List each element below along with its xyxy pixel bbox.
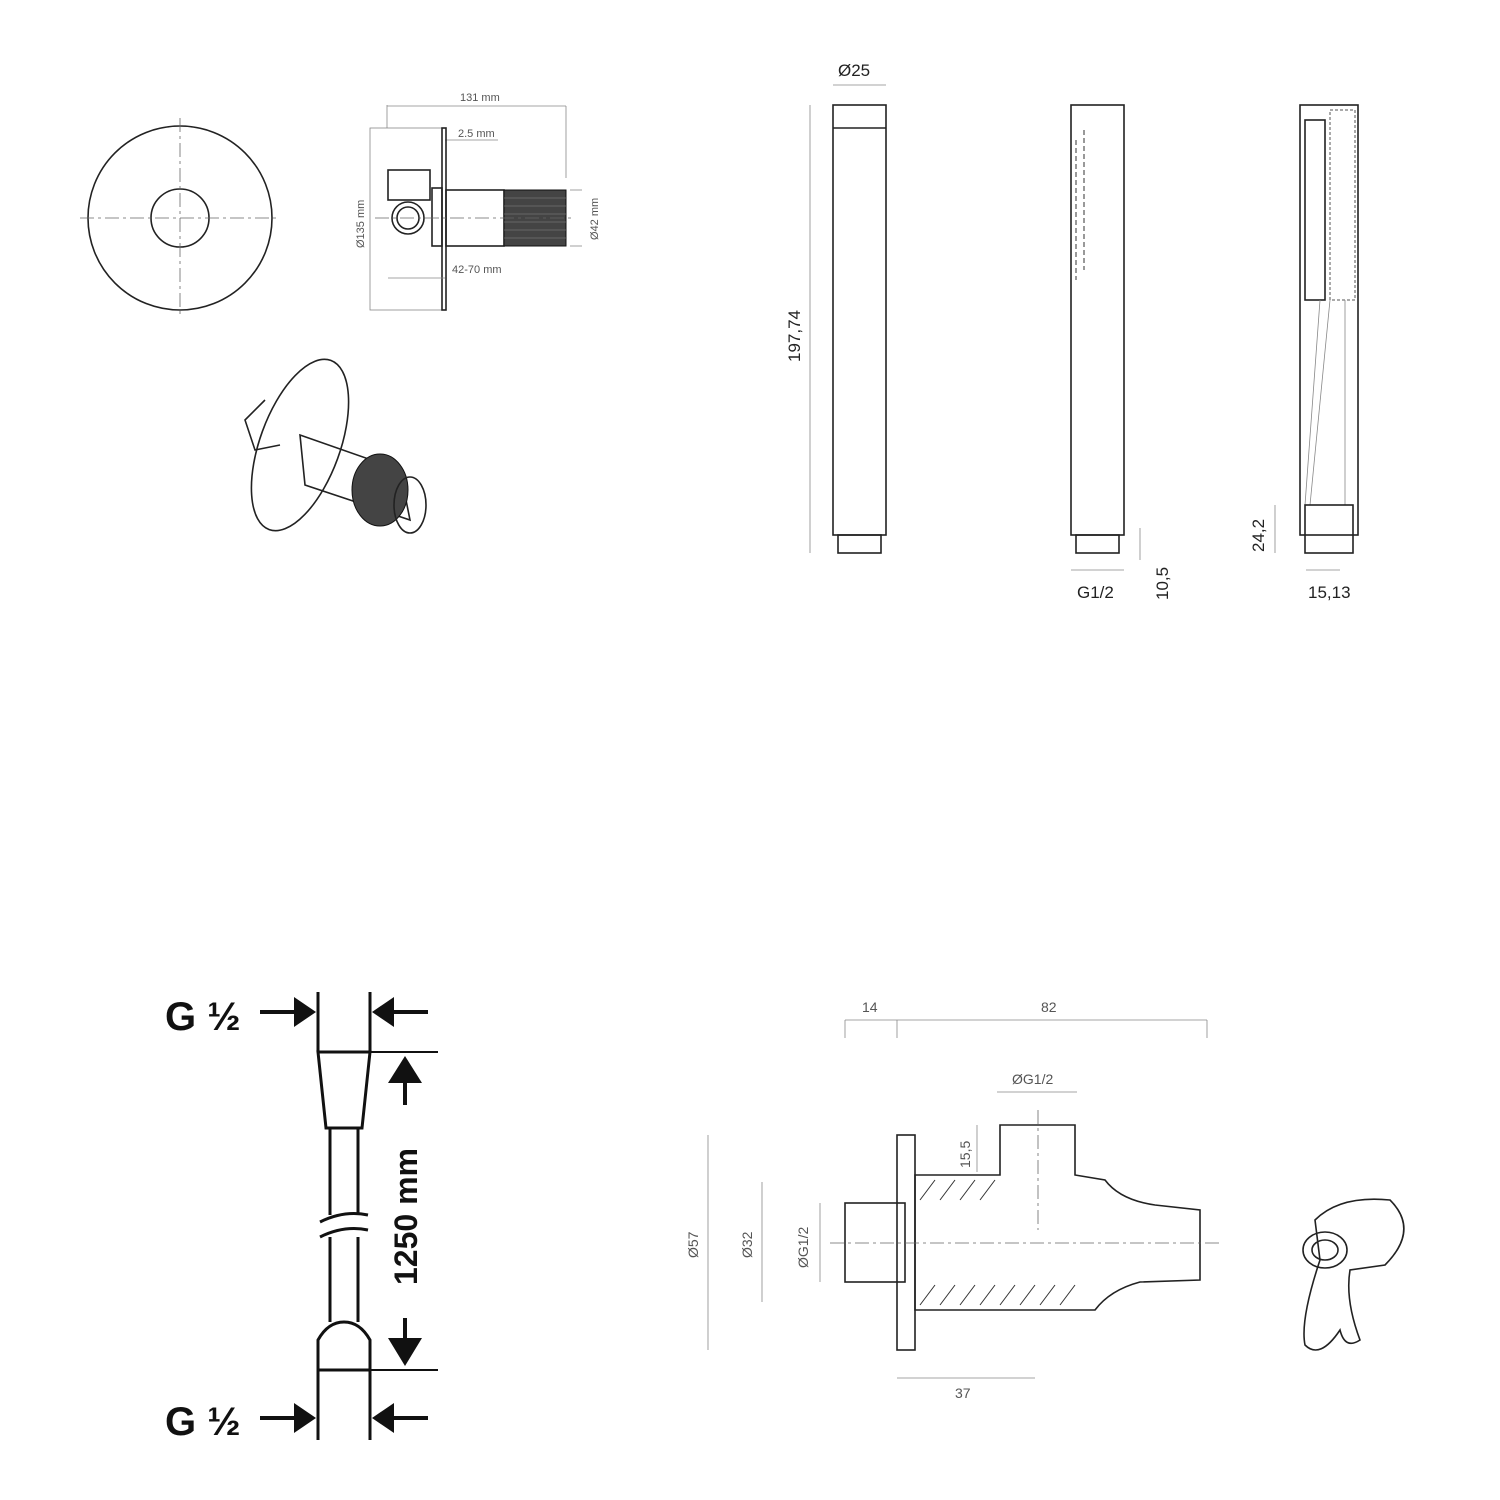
shower-width-label: 15,13 [1308, 583, 1351, 602]
shower-thread-length-label: 10,5 [1153, 567, 1172, 600]
outlet-flange-label: 14 [862, 999, 878, 1015]
valve-depth-label: 42-70 mm [452, 264, 502, 276]
hand-shower-section-view: 15,13 24,2 [1249, 104, 1359, 602]
hose-length-label: 1250 mm [388, 1148, 424, 1285]
hose-thread-top-label: G ½ [165, 995, 241, 1039]
outlet-inlet-length-label: 37 [955, 1385, 971, 1401]
outlet-body-diameter-label: Ø32 [739, 1231, 755, 1258]
outlet-top-thread-label: ØG1/2 [1012, 1071, 1053, 1087]
valve-side-view: 131 mm 2.5 mm 42-70 mm Ø42 mm Ø135 mm [355, 92, 601, 311]
valve-length-label: 131 mm [460, 92, 500, 104]
wall-outlet-section-view: 14 82 ØG1/2 15,5 Ø57 Ø32 ØG1/2 37 [685, 999, 1220, 1401]
outlet-length-label: 82 [1041, 999, 1057, 1015]
hand-shower-face-view: G1/2 10,5 [1070, 104, 1172, 602]
shower-thread-label: G1/2 [1077, 583, 1114, 602]
valve-isometric-view [244, 358, 427, 534]
wall-outlet-isometric-view [1302, 1198, 1405, 1351]
valve-knob-diameter-label: Ø42 mm [589, 198, 601, 240]
valve-front-view [80, 118, 280, 318]
hose-thread-bottom-label: G ½ [165, 1400, 241, 1444]
shower-base-label: 24,2 [1249, 519, 1268, 552]
valve-plate-diameter-label: Ø135 mm [355, 200, 367, 248]
valve-plate-label: 2.5 mm [458, 128, 495, 140]
outlet-flange-diameter-label: Ø57 [685, 1231, 701, 1258]
shower-diameter-label: Ø25 [838, 61, 870, 80]
hand-shower-front-view: Ø25 197,74 [785, 61, 887, 554]
shower-length-label: 197,74 [785, 310, 804, 362]
outlet-inlet-thread-label: ØG1/2 [795, 1227, 811, 1268]
hose-drawing: G ½ G ½ 1250 mm [165, 992, 438, 1444]
outlet-height-label: 15,5 [957, 1141, 973, 1168]
